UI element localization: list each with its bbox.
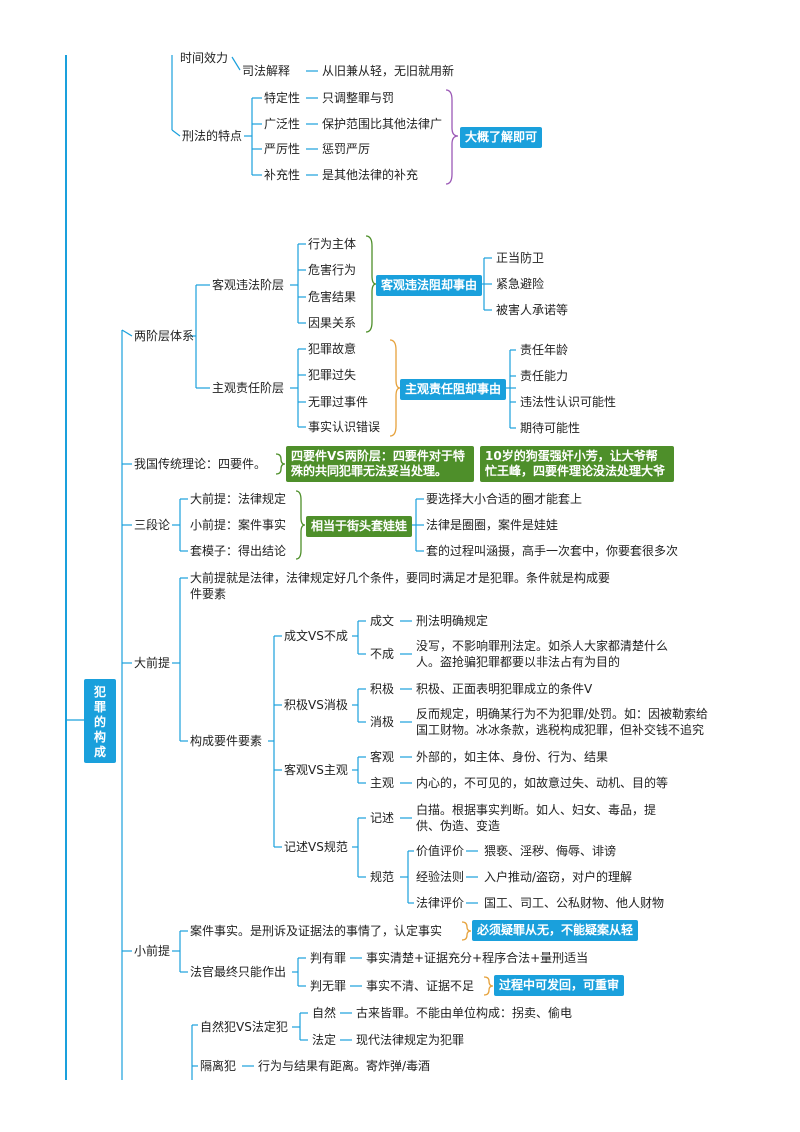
- node-natural[interactable]: 自然: [312, 1006, 337, 1020]
- node-excuse-item[interactable]: 责任能力: [520, 369, 569, 383]
- node-separation-desc[interactable]: 行为与结果有距离。寄炸弹/毒酒: [258, 1059, 431, 1073]
- node-conclusion[interactable]: 套模子：得出结论: [190, 544, 287, 558]
- node-written[interactable]: 成文: [370, 614, 395, 628]
- node-criminal-features[interactable]: 刑法的特点: [182, 129, 243, 143]
- node-harmful-act[interactable]: 危害行为: [308, 263, 357, 277]
- node-harmful-result[interactable]: 危害结果: [308, 290, 357, 304]
- tag-general-only[interactable]: 大概了解即可: [460, 127, 543, 148]
- node-syllogism-note[interactable]: 法律是圈圈，案件是娃娃: [426, 518, 559, 532]
- node-subjective-desc[interactable]: 内心的，不可见的，如故意过失、动机、目的等: [416, 776, 669, 790]
- node-time-effect[interactable]: 时间效力: [180, 51, 229, 65]
- node-mistake-fact[interactable]: 事实认识错误: [308, 420, 381, 434]
- node-written-desc[interactable]: 刑法明确规定: [416, 614, 489, 628]
- node-traditional[interactable]: 我国传统理论：四要件。: [134, 457, 267, 471]
- node-no-fault[interactable]: 无罪过事件: [308, 395, 369, 409]
- node-intent[interactable]: 犯罪故意: [308, 342, 357, 356]
- tag-doll-metaphor[interactable]: 相当于街头套娃娃: [306, 516, 413, 537]
- node-unwritten-desc[interactable]: 没写，不影响罪刑法定。如杀人大家都清楚什么人。盗抢骗犯罪都要以非法占有为目的: [416, 639, 669, 669]
- node-excuse-item[interactable]: 期待可能性: [520, 421, 581, 435]
- node-objective-vs[interactable]: 客观VS主观: [284, 763, 348, 777]
- node-not-guilty-desc[interactable]: 事实不清、证据不足: [366, 979, 475, 993]
- node-breadth[interactable]: 广泛性: [264, 117, 301, 131]
- tag-four-vs-two[interactable]: 四要件VS两阶层：四要件对于特殊的共同犯罪无法妥当处理。: [286, 446, 474, 482]
- node-statutory-desc[interactable]: 现代法律规定为犯罪: [356, 1033, 465, 1047]
- node-two-tier[interactable]: 两阶层体系: [134, 329, 195, 343]
- root-char: 犯: [93, 685, 106, 699]
- node-minor[interactable]: 小前提：案件事实: [190, 518, 287, 532]
- node-negligence[interactable]: 犯罪过失: [308, 368, 357, 382]
- node-excuse-item[interactable]: 违法性认识可能性: [520, 395, 617, 409]
- node-experience-rule[interactable]: 经验法则: [416, 870, 465, 884]
- node-specificity-desc[interactable]: 只调整罪与罚: [322, 91, 395, 105]
- node-justification-item[interactable]: 正当防卫: [496, 251, 545, 265]
- node-natural-desc[interactable]: 古来皆罪。不能由单位构成：拐卖、偷电: [356, 1006, 573, 1020]
- tag-retrial[interactable]: 过程中可发回，可重审: [494, 975, 625, 996]
- tag-subjective-barrier[interactable]: 主观责任阻却事由: [400, 379, 507, 400]
- node-value-eval-desc[interactable]: 猥亵、淫秽、侮辱、诽谤: [484, 844, 617, 858]
- node-descriptive-desc[interactable]: 白描。根据事实判断。如人、妇女、毒品，提供、伪造、变造: [416, 803, 657, 833]
- root-char: 构: [93, 730, 106, 744]
- node-legal-eval[interactable]: 法律评价: [416, 896, 465, 910]
- node-legal-eval-desc[interactable]: 国工、司工、公私财物、他人财物: [484, 896, 665, 910]
- node-positive-vs[interactable]: 积极VS消极: [284, 698, 348, 712]
- node-experience-rule-desc[interactable]: 入户推动/盗窃，对户的理解: [484, 870, 633, 884]
- node-negative[interactable]: 消极: [370, 715, 395, 729]
- node-severity[interactable]: 严厉性: [264, 142, 301, 156]
- node-justification-item[interactable]: 被害人承诺等: [496, 303, 569, 317]
- root-char: 的: [93, 715, 106, 729]
- node-statutory[interactable]: 法定: [312, 1033, 337, 1047]
- node-excuse-item[interactable]: 责任年龄: [520, 343, 569, 357]
- node-supplementary[interactable]: 补充性: [264, 168, 301, 182]
- node-causation[interactable]: 因果关系: [308, 316, 357, 330]
- node-descriptive[interactable]: 记述: [370, 811, 395, 825]
- node-minor-premise[interactable]: 小前提: [134, 944, 171, 958]
- node-major[interactable]: 大前提：法律规定: [190, 492, 287, 506]
- node-objective-desc[interactable]: 外部的，如主体、身份、行为、结果: [416, 750, 609, 764]
- node-syllogism-note[interactable]: 要选择大小合适的圈才能套上: [426, 492, 583, 506]
- node-severity-desc[interactable]: 惩罚严厉: [322, 142, 371, 156]
- node-major-premise-desc[interactable]: 大前提就是法律，法律规定好几个条件，要同时满足才是犯罪。条件就是构成要件要素: [190, 571, 611, 601]
- node-written-vs[interactable]: 成文VS不成: [284, 629, 348, 643]
- node-act-subject[interactable]: 行为主体: [308, 237, 357, 251]
- node-normative[interactable]: 规范: [370, 870, 395, 884]
- node-breadth-desc[interactable]: 保护范围比其他法律广: [322, 117, 443, 131]
- node-objective-tier[interactable]: 客观违法阶层: [212, 278, 285, 292]
- node-specificity[interactable]: 特定性: [264, 91, 301, 105]
- node-subjective[interactable]: 主观: [370, 776, 395, 790]
- node-judicial-interp[interactable]: 司法解释: [242, 64, 291, 78]
- node-negative-desc[interactable]: 反而规定，明确某行为不为犯罪/处罚。如：因被勒索给国工财物。冰冰条款，逃税构成犯…: [416, 707, 709, 737]
- node-subjective-tier[interactable]: 主观责任阶层: [212, 381, 285, 395]
- tag-doubt-rule[interactable]: 必须疑罪从无，不能疑案从轻: [472, 920, 639, 941]
- node-justification-item[interactable]: 紧急避险: [496, 277, 545, 291]
- node-syllogism-note[interactable]: 套的过程叫涵摄，高手一次套中，你要套很多次: [426, 544, 679, 558]
- root-node-crime-composition[interactable]: 犯 罪 的 构 成: [84, 679, 116, 763]
- node-natural-vs[interactable]: 自然犯VS法定犯: [200, 1020, 288, 1034]
- node-positive-desc[interactable]: 积极、正面表明犯罪成立的条件V: [416, 682, 593, 696]
- node-case-facts[interactable]: 案件事实。是刑诉及证据法的事情了，认定事实: [190, 924, 443, 938]
- root-char: 成: [93, 745, 106, 759]
- node-not-guilty[interactable]: 判无罪: [310, 979, 347, 993]
- node-value-eval[interactable]: 价值评价: [416, 844, 465, 858]
- node-descriptive-vs[interactable]: 记述VS规范: [284, 840, 348, 854]
- node-unwritten[interactable]: 不成: [370, 647, 395, 661]
- node-judge-final[interactable]: 法官最终只能作出: [190, 965, 287, 979]
- node-objective[interactable]: 客观: [370, 750, 395, 764]
- node-elements[interactable]: 构成要件要素: [190, 734, 263, 748]
- node-major-premise[interactable]: 大前提: [134, 656, 171, 670]
- node-judicial-interp-rule[interactable]: 从旧兼从轻，无旧就用新: [322, 64, 455, 78]
- node-syllogism[interactable]: 三段论: [134, 518, 171, 532]
- node-separation[interactable]: 隔离犯: [200, 1059, 237, 1073]
- tag-objective-barrier[interactable]: 客观违法阻却事由: [376, 275, 483, 296]
- tag-four-vs-two-example[interactable]: 10岁的狗蛋强奸小芳，让大爷帮忙王峰，四要件理论没法处理大爷: [480, 446, 674, 482]
- node-positive[interactable]: 积极: [370, 682, 395, 696]
- node-guilty-desc[interactable]: 事实清楚+证据充分+程序合法+量刑适当: [366, 951, 589, 965]
- node-guilty[interactable]: 判有罪: [310, 951, 347, 965]
- node-supplementary-desc[interactable]: 是其他法律的补充: [322, 168, 419, 182]
- root-char: 罪: [93, 700, 106, 714]
